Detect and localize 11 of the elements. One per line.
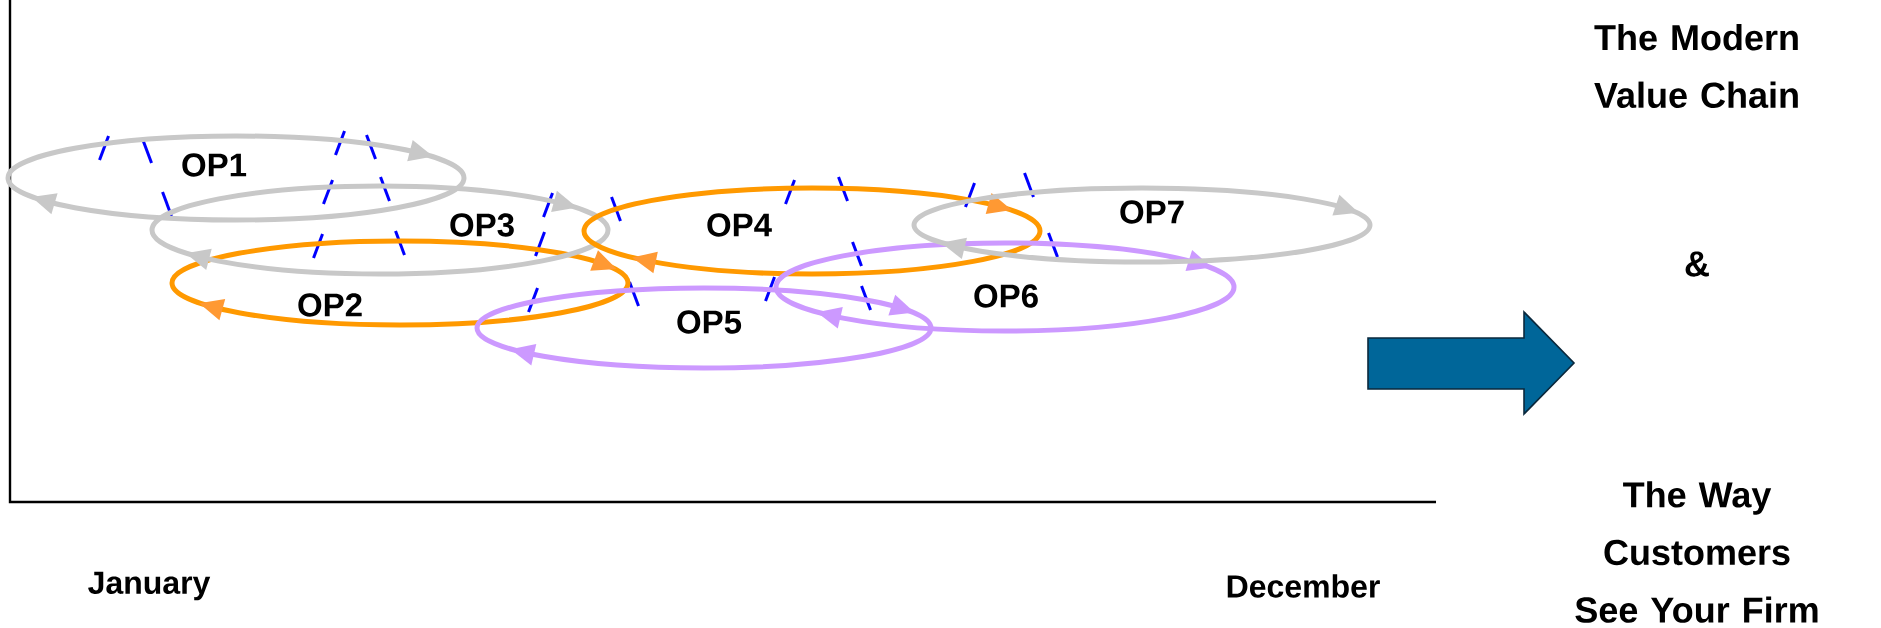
ellipse-loop: OP6 [773,240,1237,334]
ellipse-loop: OP3 [149,183,611,277]
axis-label: January [88,571,211,601]
ellipse-loop: OP5 [474,285,934,371]
ellipse-loop: OP7 [911,185,1373,265]
ellipse-loop: OP2 [169,238,631,328]
axis-label: December [1227,574,1380,598]
ellipse-loop: OP4 [581,185,1043,277]
heading-text: & [1685,251,1709,277]
heading-text: The Modern Value Chain [1594,24,1798,108]
heading-text: The Way Customers See Your Firm [1575,481,1818,623]
